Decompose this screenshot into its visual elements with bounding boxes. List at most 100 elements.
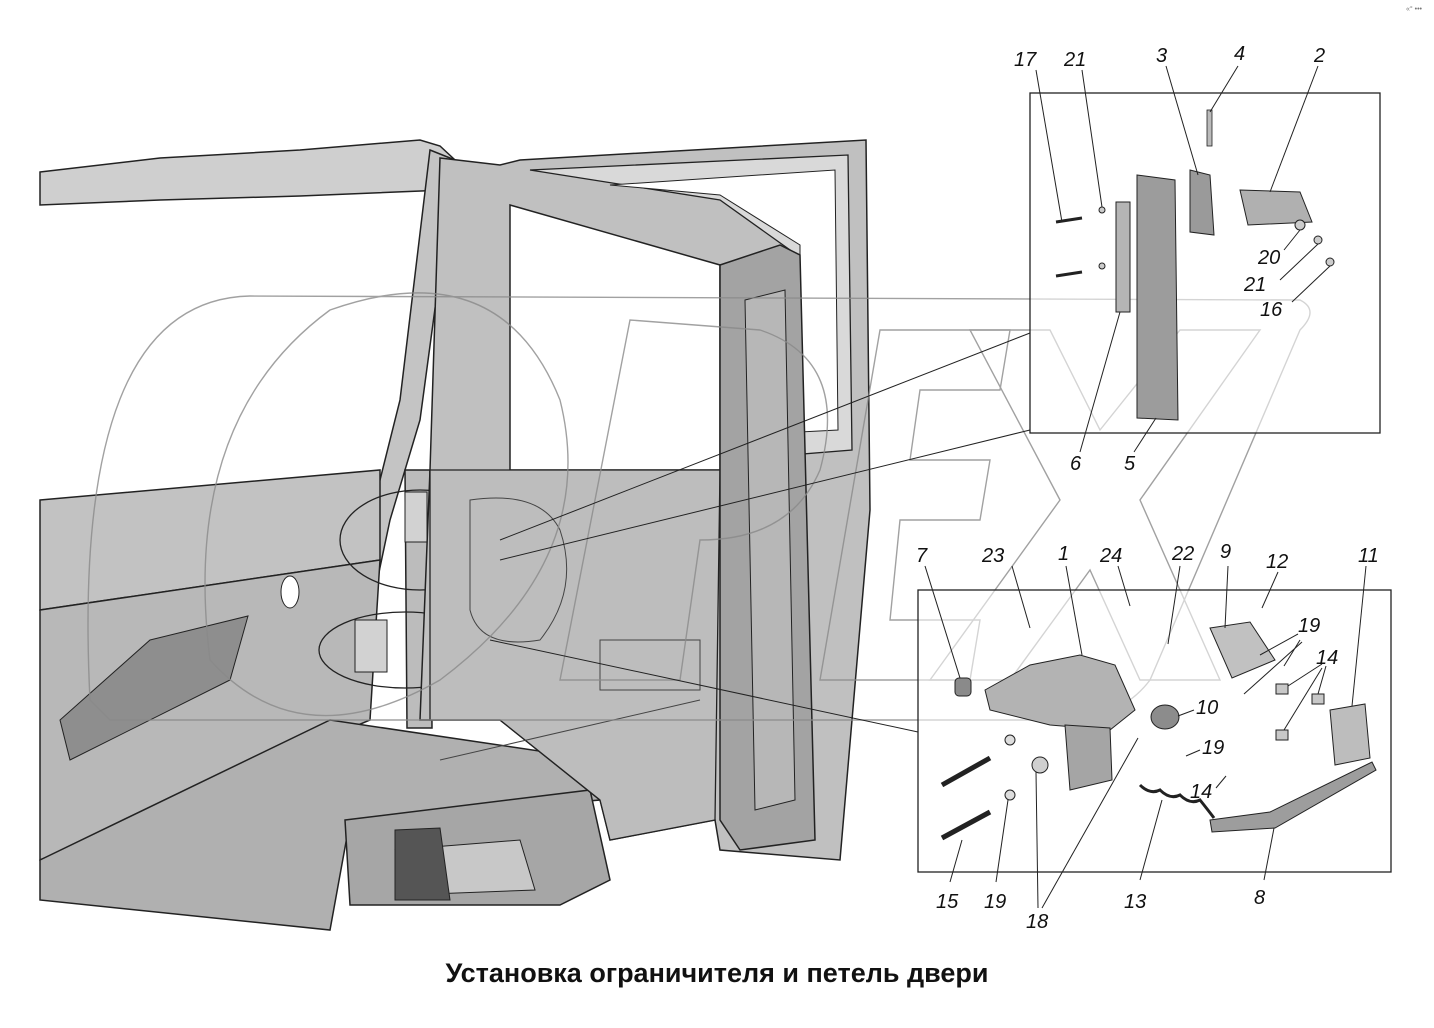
leader-19a-1 (1259, 633, 1299, 656)
leader-14b (1215, 775, 1227, 789)
part-17-bolt-b (1055, 270, 1083, 278)
inset-lower (917, 589, 1392, 873)
part-5-plate (1136, 174, 1179, 421)
part-8-rod (1209, 761, 1377, 833)
leader-14a-1 (1287, 663, 1323, 687)
leader-18-a (1035, 771, 1039, 909)
door (419, 139, 871, 861)
diagram-caption: Установка ограничителя и петель двери (445, 958, 989, 988)
inset-upper-frame (1029, 92, 1381, 434)
upper-hinge (404, 491, 428, 543)
washer-18 (1031, 756, 1049, 774)
callout-21: 21 (1063, 49, 1086, 71)
part-4-pin (1206, 109, 1213, 147)
leader-22 (1167, 565, 1181, 645)
part-6-strip (1115, 201, 1131, 313)
part-2-leaf (1239, 189, 1313, 226)
leader-19a-2 (1283, 639, 1301, 667)
callout-23: 23 (981, 545, 1004, 567)
part-13-spring (1138, 783, 1216, 819)
callout-21-b: 21 (1243, 274, 1266, 296)
leader-upper-b (499, 429, 1031, 561)
part-15-bolt-b (940, 809, 992, 841)
callout-7: 7 (916, 545, 928, 567)
inset-lower-frame (917, 589, 1392, 873)
leader-19b (1185, 749, 1201, 757)
leader-lower-a (489, 639, 919, 733)
bolt-14-a (1275, 683, 1289, 695)
leader-15 (949, 839, 963, 883)
callout-19-b: 19 (1202, 737, 1224, 759)
callout-12: 12 (1266, 551, 1288, 573)
callout-5: 5 (1124, 453, 1136, 475)
callouts: 17 21 3 4 2 20 21 16 6 5 7 23 1 24 22 9 … (916, 43, 1379, 933)
leader-10 (1177, 709, 1195, 717)
inset-upper (1029, 92, 1381, 434)
part-7-bushing (954, 677, 972, 697)
nut-16 (1325, 257, 1335, 267)
callout-19: 19 (1298, 615, 1320, 637)
leader-9 (1224, 565, 1229, 629)
leader-4 (1209, 65, 1239, 113)
washer-21 (1313, 235, 1323, 245)
leader-upper-a (499, 332, 1031, 541)
leader-5 (1133, 417, 1157, 453)
callout-15: 15 (936, 891, 959, 913)
step-dark (394, 827, 451, 901)
leader-lines (489, 65, 1367, 909)
leader-16 (1291, 265, 1331, 303)
callout-24: 24 (1099, 545, 1122, 567)
callout-8: 8 (1254, 887, 1265, 909)
washer-19-b (1004, 789, 1016, 801)
leader-24 (1117, 565, 1131, 607)
leader-23 (1011, 565, 1031, 629)
part-11-block (1329, 703, 1371, 766)
leader-21a (1081, 69, 1103, 208)
callout-19-c: 19 (984, 891, 1006, 913)
door-edge-inner (744, 289, 796, 811)
leader-6 (1079, 311, 1121, 453)
callout-14-b: 14 (1190, 781, 1212, 803)
leader-11 (1351, 565, 1367, 707)
panel-rib (439, 699, 701, 761)
callout-4: 4 (1234, 43, 1245, 65)
panel-slot (280, 575, 300, 609)
part-17-bolt-a (1055, 216, 1083, 224)
leader-19c (995, 799, 1009, 883)
roof-rail (39, 139, 456, 206)
bolt-14-b (1311, 693, 1325, 705)
callout-6: 6 (1070, 453, 1082, 475)
callout-16: 16 (1260, 299, 1283, 321)
callout-18: 18 (1026, 911, 1048, 933)
leader-14a-2 (1317, 665, 1327, 695)
lower-hinge (354, 619, 388, 673)
corner-mark: «° ••• (1406, 6, 1422, 13)
leader-19a-3 (1243, 641, 1303, 695)
leader-21b (1279, 243, 1319, 281)
part-1-bracket (984, 654, 1136, 731)
leader-7 (924, 565, 961, 679)
callout-2: 2 (1313, 45, 1325, 67)
callout-1: 1 (1058, 543, 1069, 565)
callout-20: 20 (1257, 247, 1280, 269)
callout-3: 3 (1156, 45, 1167, 67)
callout-17: 17 (1014, 49, 1037, 71)
part-9-plate (1209, 621, 1276, 679)
part-1-arm (1064, 724, 1113, 791)
leader-3 (1165, 65, 1199, 176)
part-15-bolt-a (940, 755, 992, 788)
leader-18-b (1041, 737, 1139, 909)
leader-2 (1269, 65, 1319, 193)
leader-14a-3 (1283, 667, 1323, 731)
part-3-hinge (1189, 169, 1215, 236)
callout-9: 9 (1220, 541, 1231, 563)
washer-21-small (1098, 206, 1106, 214)
leader-8 (1263, 827, 1275, 881)
washer-20 (1294, 219, 1306, 231)
callout-22: 22 (1171, 543, 1194, 565)
watermark-shape-p (559, 319, 829, 681)
callout-11: 11 (1358, 545, 1379, 567)
leader-12 (1261, 571, 1279, 609)
watermark-shape-o (204, 292, 569, 717)
